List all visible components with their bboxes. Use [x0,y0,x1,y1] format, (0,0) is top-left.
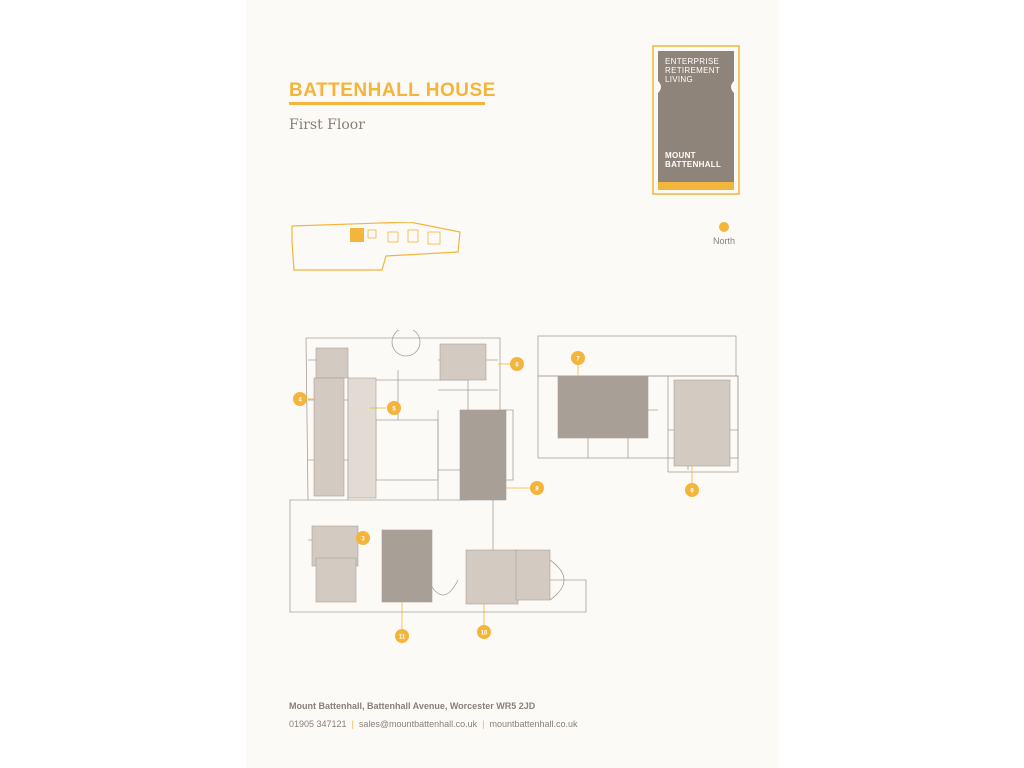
footer-address: Mount Battenhall, Battenhall Avenue, Wor… [289,701,536,711]
footer-separator: | [482,719,485,729]
logo-line-1: ENTERPRISE [665,57,720,66]
title-underline [289,102,485,105]
unit-11-badge [395,629,409,643]
site-location-map [291,222,461,271]
unit-10-number: 10 [481,631,488,637]
unit-area [315,557,357,603]
unit-5-area [347,377,377,499]
unit-6-badge [510,357,524,371]
unit-8-number: 8 [535,487,539,493]
unit-10-area [465,549,519,605]
contact-footer: Mount Battenhall, Battenhall Avenue, Wor… [289,701,578,729]
unit-8-area [459,409,507,501]
logo-line-5: BATTENHALL [665,160,722,169]
footer-contacts: 01905 347121 | sales@mountbattenhall.co.uk… [289,719,578,729]
north-compass: North [706,222,742,246]
footer-website-link[interactable]: mountbattenhall.co.uk [489,719,578,729]
unit-3-badge [356,531,370,545]
unit-7-number: 7 [576,357,580,363]
unit-8-badge [530,481,544,495]
unit-11-number: 11 [399,635,406,641]
north-arrow-icon [719,222,729,232]
unit-5-badge [387,401,401,415]
unit-9-number: 9 [690,489,694,495]
page-title: BATTENHALL HOUSE [289,80,496,101]
enterprise-logo: ENTERPRISE RETIREMENT LIVING MOUNT BATTE… [652,45,740,195]
unit-4-number: 4 [298,398,302,404]
footer-separator: | [351,719,354,729]
unit-3-number: 3 [361,537,365,543]
unit-9-badge [685,483,699,497]
unit-9-area [673,379,731,467]
unit-area [315,347,349,379]
unit-7-area [557,375,649,439]
north-label: North [712,236,735,246]
logo-frame [652,45,740,195]
logo-line-4: MOUNT [665,151,696,160]
unit-6-number: 6 [515,363,519,369]
unit-10-badge [477,625,491,639]
unit-11-area [381,529,433,603]
unit-area [515,549,551,601]
logo-line-3: LIVING [665,75,694,84]
footer-phone: 01905 347121 [289,719,347,729]
unit-7-badge [571,351,585,365]
unit-4-area [313,377,345,497]
site-highlight [350,228,364,242]
unit-area [439,343,487,381]
logo-top-text: ENTERPRISE RETIREMENT LIVING [665,57,720,84]
floor-subtitle: First Floor [289,117,365,133]
unit-5-number: 5 [392,407,396,413]
logo-line-2: RETIREMENT [665,66,720,75]
first-floor-plan: 3 4 5 6 7 8 9 10 11 [289,330,739,643]
unit-4-badge [293,392,307,406]
brochure-page: BATTENHALL HOUSE First Floor ENTERPRISE … [246,0,779,768]
logo-bottom-text: MOUNT BATTENHALL [665,151,721,169]
footer-email-link[interactable]: sales@mountbattenhall.co.uk [358,719,478,729]
